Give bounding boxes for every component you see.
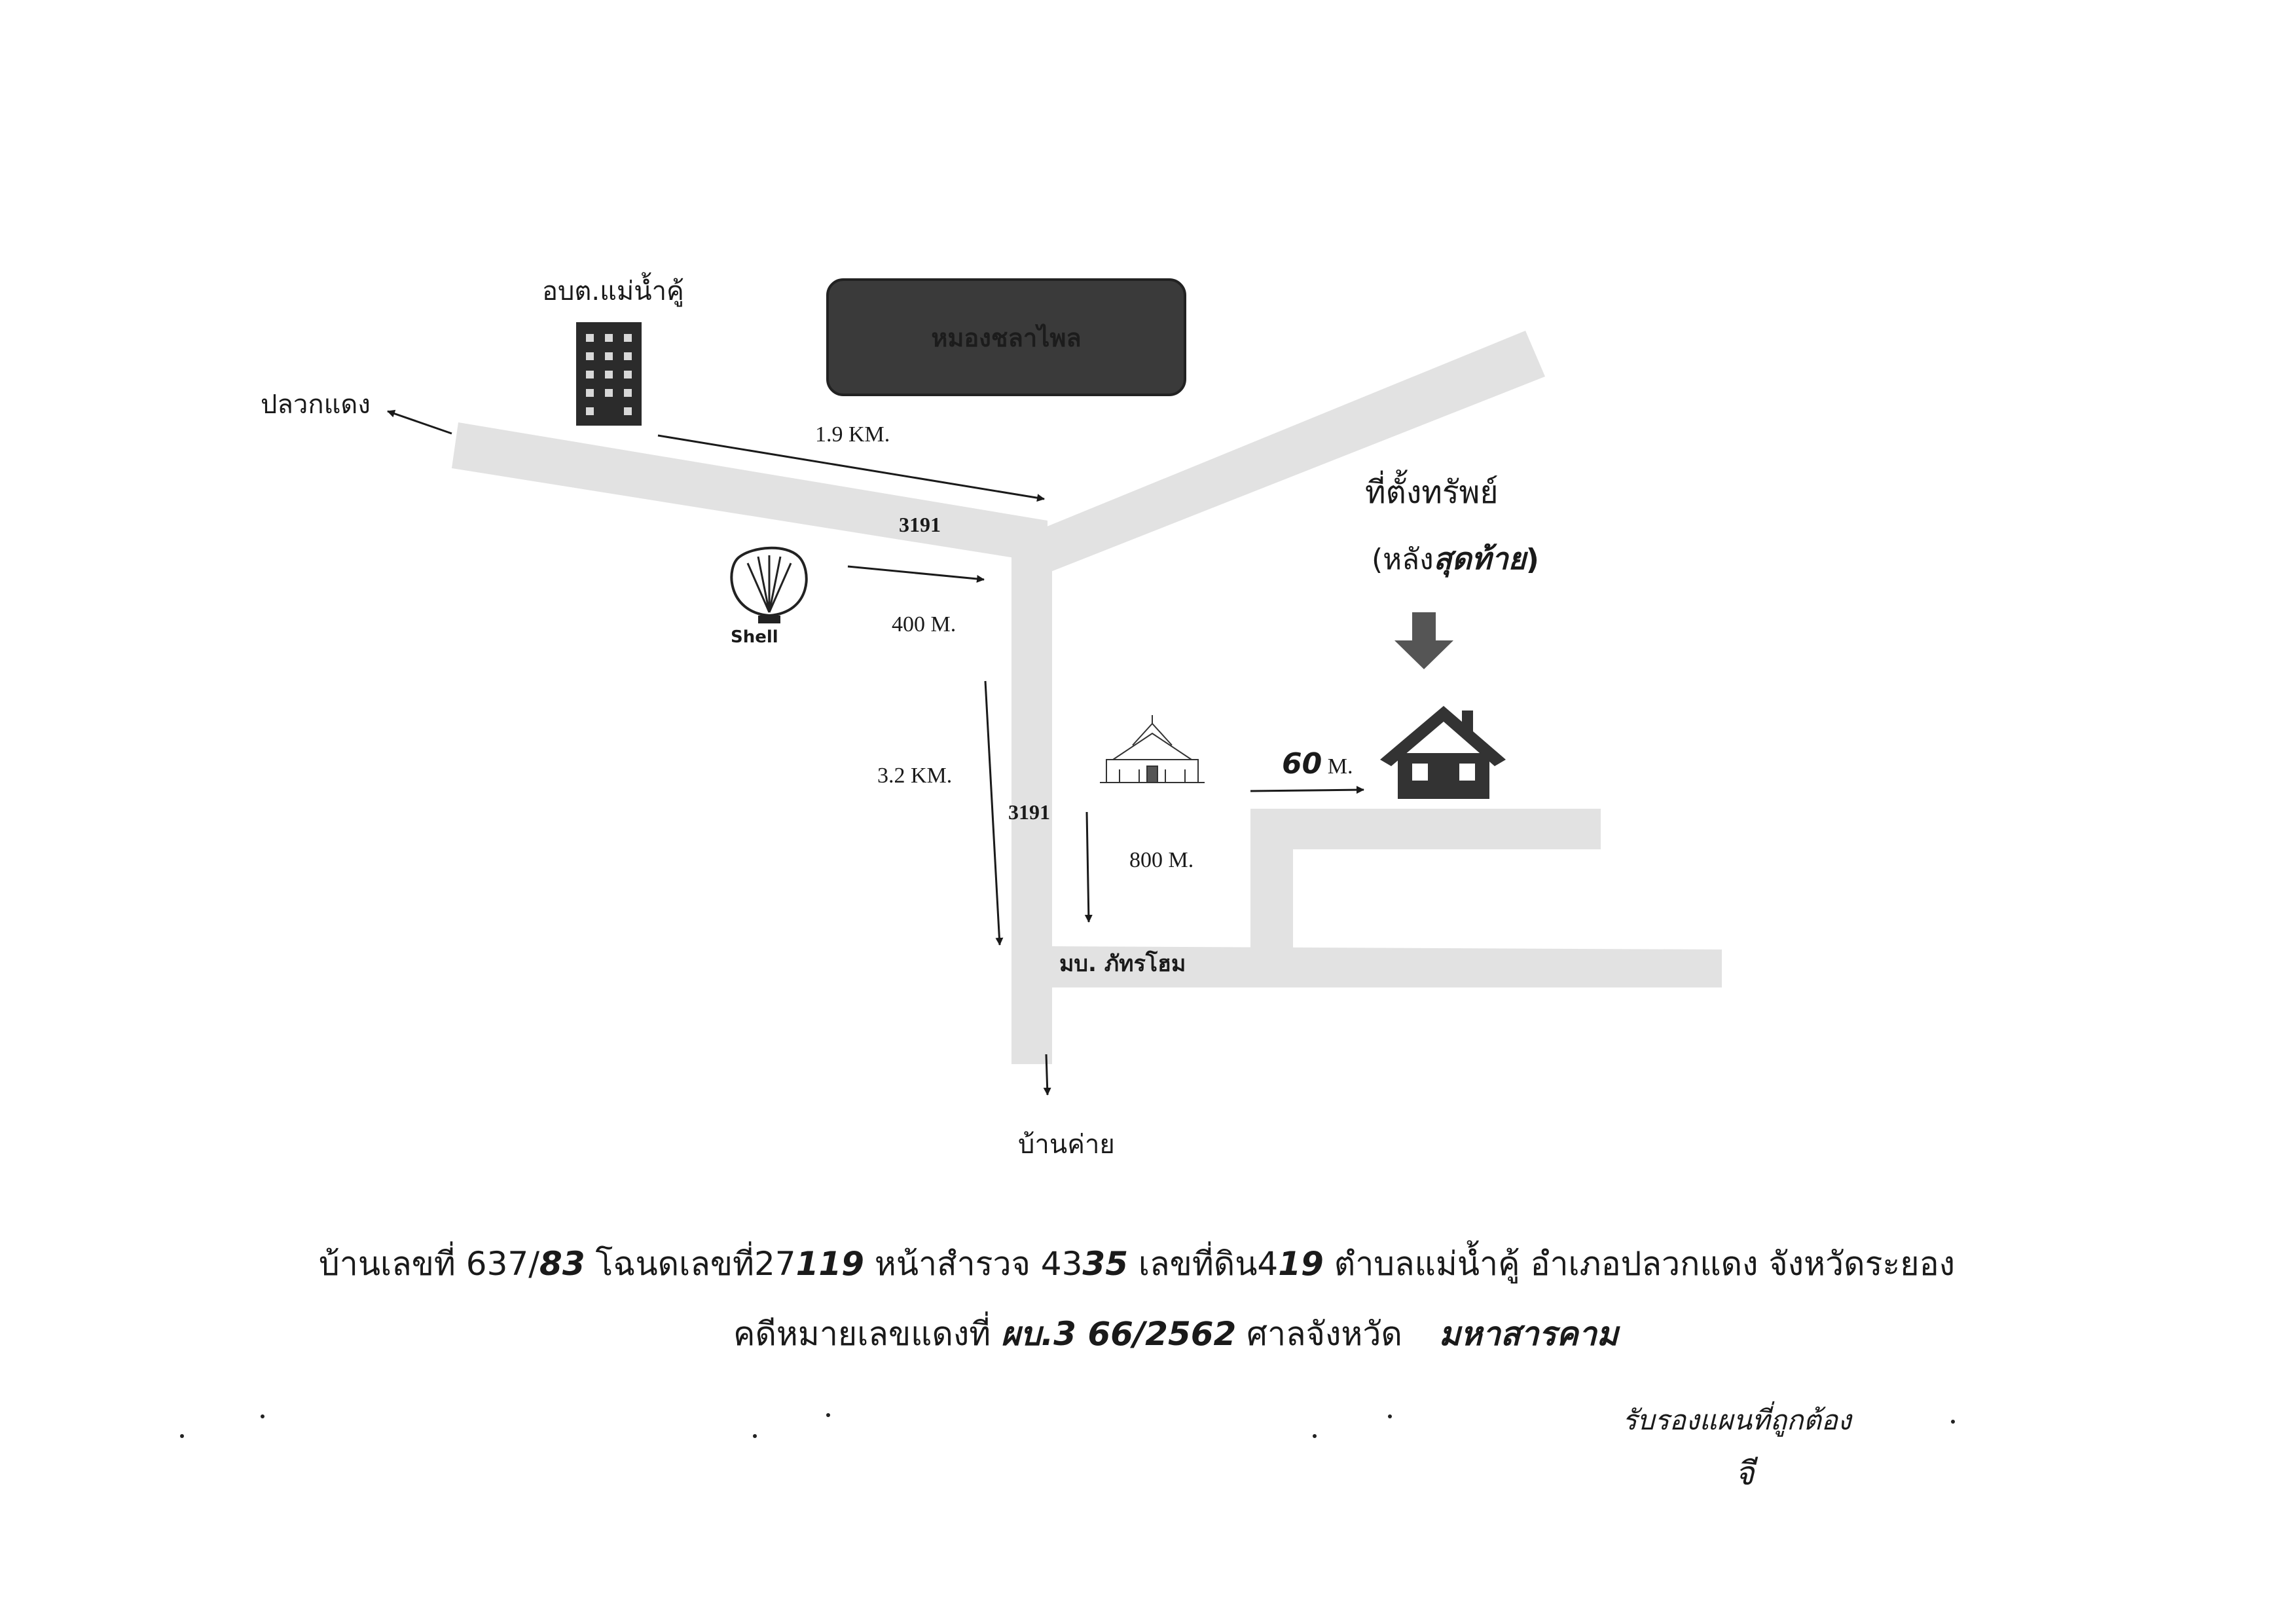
property-sub-close: ) [1525,543,1539,576]
road-village-east [1051,946,1722,987]
house-number-handwritten: 83 [539,1245,585,1283]
distance-60m-number: 60 [1282,747,1322,781]
pluak-daeng-label: ปลวกแดง [261,390,371,420]
distance-60m: 60 M. [1282,750,1353,779]
arrow-60m [1250,786,1364,794]
property-sub-handwritten: สุดท้าย [1433,541,1526,576]
deed-number-label: โฉนดเลขที่27 [585,1245,796,1283]
distance-1-9km: 1.9 KM. [815,422,890,447]
distance-400m: 400 M. [892,612,957,637]
obt-label: อบต.แม่น้ำคู้ [542,276,684,306]
road-3191-west [452,422,1048,563]
road-number-mid: 3191 [1008,800,1050,824]
scan-speck [826,1413,830,1417]
land-number-label: เลขที่ดิน4 [1128,1245,1279,1283]
arrow-400m [847,565,985,583]
survey-page-handwritten: 35 [1082,1245,1129,1283]
property-sub-label: (หลังสุดท้าย) [1372,544,1539,574]
arrow-to-ban-khai [1043,1054,1051,1096]
court-label: ศาลจังหวัด [1236,1315,1413,1353]
building-icon [576,322,642,426]
distance-800m: 800 M. [1129,848,1194,872]
hospital-label: หมองชลาไพล [931,323,1082,352]
land-number-handwritten: 19 [1278,1245,1324,1283]
deed-number-handwritten: 119 [795,1245,864,1283]
signature-initial: จี [1735,1454,1755,1492]
roads [452,331,1722,1064]
road-branch-east [1250,809,1601,849]
case-number-label: คดีหมายเลขแดงที่ [733,1315,1002,1353]
ban-khai-label: บ้านค่าย [1018,1130,1115,1160]
arrow-3-2km [984,680,1004,946]
scan-speck [180,1434,184,1438]
court-province-handwritten: มหาสารคาม [1438,1315,1618,1353]
temple-icon [1100,715,1205,783]
distance-60m-unit: M. [1322,754,1353,779]
case-number-handwritten: ผบ.3 66/2562 [1001,1315,1237,1353]
address-label: ตำบลแม่น้ำคู้ อำเภอปลวกแดง จังหวัดระยอง [1323,1245,1956,1283]
road-number-top: 3191 [899,513,941,536]
road-northeast [1021,331,1545,573]
distance-arrows [387,409,1364,1096]
survey-page-label: หน้าสำรวจ 43 [864,1245,1083,1283]
hospital-label-box: หมองชลาไพล [826,278,1186,396]
property-sub-open: (หลัง [1372,543,1434,576]
arrow-1-9km [657,434,1045,502]
house-number-label: บ้านเลขที่ 637/ [319,1245,540,1283]
scan-speck [1951,1420,1955,1424]
certification-signature: รับรองแผนที่ถูกต้อง [1622,1404,1851,1436]
scan-speck [1313,1434,1317,1438]
footer-line-1: บ้านเลขที่ 637/83 โฉนดเลขที่27119 หน้าสำ… [319,1247,1955,1280]
road-3191-south [1011,534,1052,1064]
arrow-to-pluak-daeng [387,409,452,435]
footer-line-2: คดีหมายเลขแดงที่ ผบ.3 66/2562 ศาลจังหวัด… [733,1318,1618,1350]
scan-speck [753,1434,757,1438]
down-arrow-icon [1394,612,1453,669]
shell-logo-icon [730,546,808,623]
scan-speck [1388,1414,1392,1418]
arrow-800m [1084,811,1093,923]
property-location-label: ที่ตั้งทรัพย์ [1365,474,1499,511]
scan-speck [261,1414,264,1418]
distance-3-2km: 3.2 KM. [877,764,953,788]
village-label: มบ. ภัทรโฮม [1059,951,1186,977]
shell-brand-label: Shell [731,627,778,647]
house-icon [1380,706,1506,799]
